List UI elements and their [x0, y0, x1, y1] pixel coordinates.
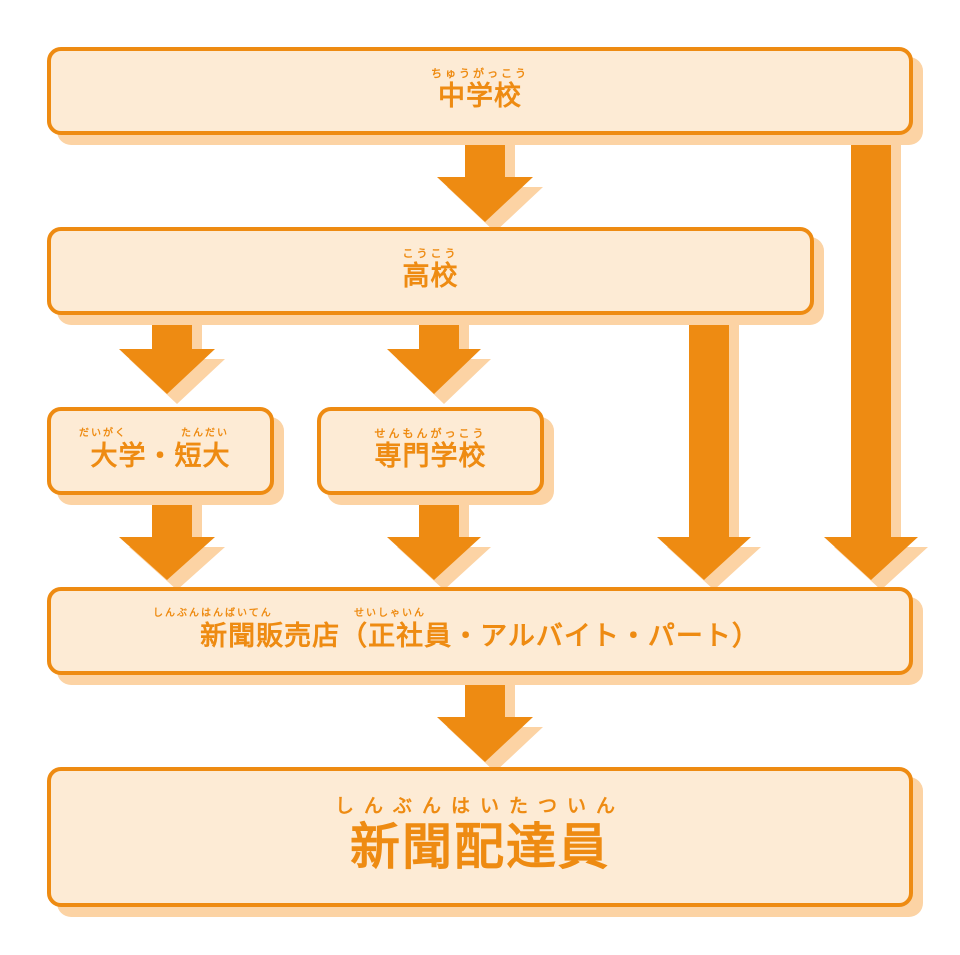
arrow-university-to-newsagent — [119, 490, 215, 580]
node-newspaper-carrier: しんぶんはいたついん 新聞配達員 — [47, 767, 913, 907]
label-newsagent: 新聞販売店（正社員・アルバイト・パート） — [200, 621, 760, 652]
node-high-school: こうこう 高校 — [47, 227, 814, 315]
ruby-high-school: こうこう — [402, 247, 459, 260]
node-vocational: せんもんがっこう 専門学校 — [317, 407, 544, 495]
ruby-newspaper-carrier: しんぶんはいたついん — [334, 795, 625, 817]
node-newsagent: しんぶんはんばいてん せいしゃいん 新聞販売店（正社員・アルバイト・パート） — [47, 587, 913, 675]
ruby-junior-college: たんだい — [181, 428, 229, 439]
arrow-high-school-to-university — [119, 310, 215, 394]
label-university: 大学・短大 — [90, 441, 231, 472]
arrow-high-school-to-vocational — [387, 310, 481, 394]
ruby-university: だいがく — [79, 428, 127, 439]
arrow-vocational-to-newsagent — [387, 490, 481, 580]
label-vocational: 専門学校 — [374, 441, 487, 472]
label-newspaper-carrier: 新聞配達員 — [350, 818, 610, 876]
ruby-newsagent: しんぶんはんばいてん — [153, 608, 273, 619]
node-junior-high: ちゅうがっこう 中学校 — [47, 47, 913, 135]
arrow-newsagent-to-carrier — [437, 670, 533, 762]
ruby-regular-employee: せいしゃいん — [354, 608, 426, 619]
arrow-high-school-to-newsagent — [657, 310, 751, 580]
ruby-junior-high: ちゅうがっこう — [431, 67, 529, 80]
arrow-junior-high-to-newsagent — [824, 130, 918, 580]
label-high-school: 高校 — [402, 261, 459, 292]
node-university: だいがく たんだい 大学・短大 — [47, 407, 274, 495]
arrow-junior-high-to-high-school — [437, 130, 533, 222]
label-junior-high: 中学校 — [438, 81, 522, 112]
ruby-vocational: せんもんがっこう — [374, 427, 487, 440]
